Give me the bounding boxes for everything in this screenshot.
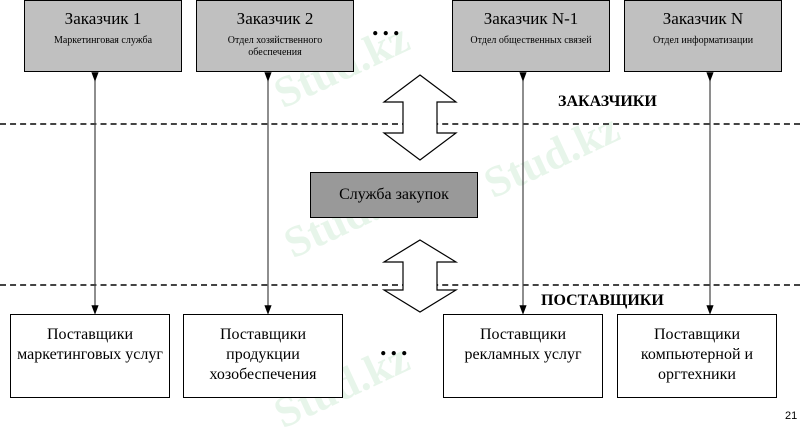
- supplier-box-2: Поставщики продукции хозобеспечения: [183, 314, 343, 398]
- customers-divider: [0, 123, 800, 125]
- supplier-box-3: Поставщики рекламных услуг: [443, 314, 603, 398]
- customer-dept: Отдел общественных связей: [470, 35, 592, 46]
- customer-dept: Отдел информатизации: [652, 35, 754, 46]
- customer-title: Заказчик N-1: [483, 9, 579, 28]
- supplier-box-1: Поставщики маркетинговых услуг: [10, 314, 170, 398]
- customer-title: Заказчик 2: [236, 9, 314, 28]
- suppliers-label: ПОСТАВЩИКИ: [541, 292, 664, 309]
- purchasing-service-box: Служба закупок: [310, 172, 478, 218]
- customer-dept: Отдел хозяйственного обеспечения: [227, 35, 323, 58]
- customer-title: Заказчик 1: [64, 9, 142, 28]
- supplier-box-4: Поставщики компьютерной и оргтехники: [617, 314, 777, 398]
- customer-box-1: Заказчик 1 Маркетинговая служба: [24, 0, 182, 72]
- ellipsis-bottom: ...: [380, 332, 412, 361]
- double-arrow-top: [382, 74, 458, 161]
- customer-box-2: Заказчик 2 Отдел хозяйственного обеспечен…: [196, 0, 354, 72]
- customers-label: ЗАКАЗЧИКИ: [558, 93, 657, 110]
- connectors: [91, 72, 714, 315]
- customer-box-4: Заказчик N Отдел информатизации: [624, 0, 782, 72]
- suppliers-divider: [0, 284, 800, 286]
- ellipsis-top: ...: [372, 12, 404, 41]
- page-number: 21: [785, 410, 798, 422]
- double-arrow-bottom: [381, 239, 459, 313]
- customer-dept: Маркетинговая служба: [53, 35, 153, 46]
- customer-title: Заказчик N: [662, 9, 744, 28]
